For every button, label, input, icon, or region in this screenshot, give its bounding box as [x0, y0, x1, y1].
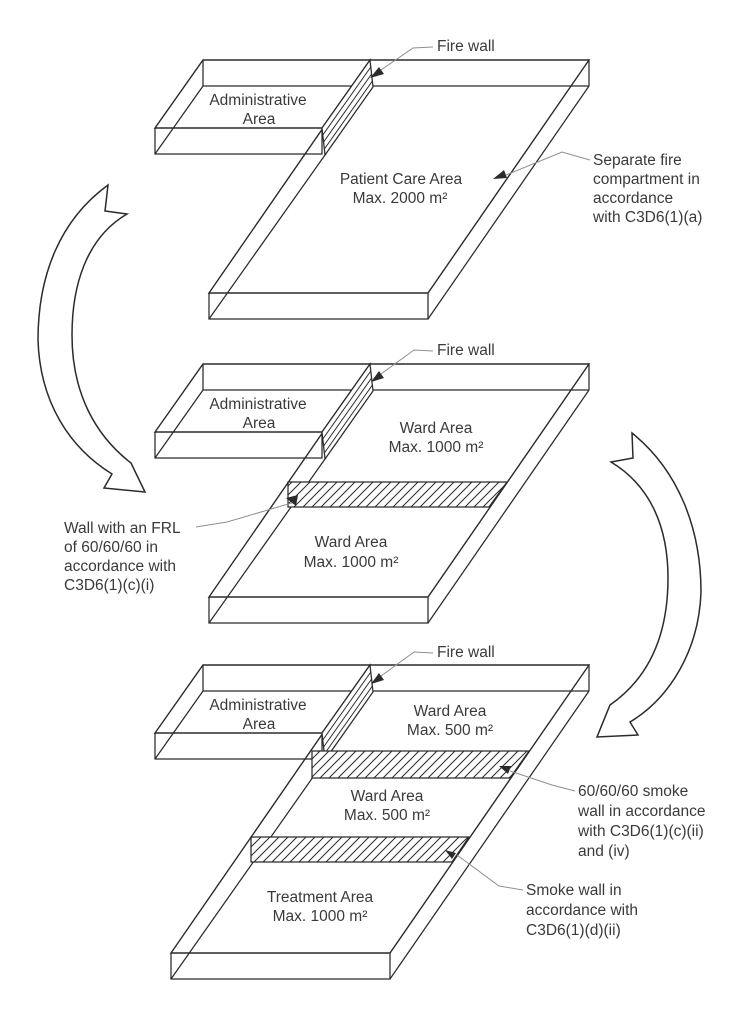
annotation-smoke-wall-60-leader-line	[509, 770, 576, 792]
smoke-wall-hatch-strip	[250, 836, 471, 863]
ward-area-1-label: Ward Area	[400, 420, 473, 437]
annotation-smoke-wall-line2: accordance with	[526, 902, 638, 919]
ward-area-2-max: Max. 500 m²	[344, 807, 430, 824]
treatment-area-max: Max. 1000 m²	[273, 908, 368, 925]
fire-wall-label: Fire wall	[437, 38, 495, 55]
curved-arrow-right-icon	[595, 431, 702, 738]
annotation-smoke-wall-60-line2: wall in accordance	[577, 803, 706, 820]
annotation-smoke-wall-line3: C3D6(1)(d)(ii)	[526, 922, 621, 939]
admin-area-label-line1: Administrative	[209, 697, 306, 714]
diagram-single-compartment: Administrative Area Patient Care Area Ma…	[153, 38, 702, 320]
annotation-separate-fire-line2: compartment in	[593, 171, 700, 188]
frl-wall-hatch-strip	[287, 481, 509, 508]
fire-wall-leader-arrowhead-icon	[371, 371, 384, 382]
annotation-smoke-wall-60-arrowhead-icon	[499, 766, 511, 774]
annotation-frl-wall-arrowhead-icon	[286, 495, 298, 506]
patient-plate-edge-lines	[208, 60, 590, 320]
annotation-separate-fire-line1: Separate fire	[593, 152, 682, 169]
fire-wall-leader-arrowhead-icon	[371, 673, 384, 684]
admin-area-label-line2: Area	[243, 111, 276, 128]
annotation-frl-wall-leader-line	[195, 501, 296, 528]
annotation-smoke-wall-line1: Smoke wall in	[526, 882, 622, 899]
ward-plate-edge-lines	[208, 364, 590, 624]
admin-tray-edge-lines	[154, 364, 370, 459]
smoke-wall-60-hatch-strip	[311, 750, 531, 779]
annotation-separate-fire-line3: accordance	[593, 190, 673, 207]
annotation-smoke-wall-arrowhead-icon	[445, 850, 456, 859]
patient-care-area-label: Patient Care Area	[340, 171, 463, 188]
annotation-separate-fire-arrowhead-icon	[493, 170, 507, 179]
annotation-frl-wall-line3: accordance with	[64, 558, 176, 575]
ward-area-2-label: Ward Area	[315, 534, 388, 551]
admin-area-label-line1: Administrative	[209, 396, 306, 413]
annotation-smoke-wall-60-line3: with C3D6(1)(c)(ii)	[577, 823, 704, 840]
fire-wall-label: Fire wall	[437, 644, 495, 661]
annotation-frl-wall-line4: C3D6(1)(c)(i)	[64, 577, 154, 594]
annotation-separate-fire-leader-line	[505, 151, 591, 176]
annotation-separate-fire-line4: with C3D6(1)(a)	[592, 209, 702, 226]
diagram-two-wards: Administrative Area Ward Area Max. 1000 …	[64, 342, 591, 624]
admin-area-label-line2: Area	[243, 716, 276, 733]
annotation-frl-wall-line1: Wall with an FRL	[64, 520, 181, 537]
admin-area-label-line2: Area	[243, 415, 276, 432]
fire-wall-hatch-lines	[322, 671, 373, 755]
ward-area-1-max: Max. 500 m²	[407, 722, 493, 739]
admin-tray-edge-lines	[154, 60, 370, 155]
fire-wall-hatch-lines	[322, 66, 373, 150]
fire-wall-leader-line	[380, 651, 434, 677]
admin-area-label-line1: Administrative	[209, 92, 306, 109]
annotation-smoke-wall-leader-line	[456, 854, 524, 891]
ward-area-2-max: Max. 1000 m²	[304, 554, 399, 571]
fire-wall-leader-line	[380, 46, 434, 71]
annotation-frl-wall-line2: of 60/60/60 in	[64, 539, 158, 556]
fire-wall-hatch-lines	[322, 370, 373, 454]
ward-area-1-label: Ward Area	[414, 703, 487, 720]
ward-area-1-max: Max. 1000 m²	[389, 439, 484, 456]
diagram-three-areas: Administrative Area Ward Area Max. 500 m…	[153, 644, 706, 980]
fire-wall-leader-line	[380, 349, 434, 375]
treatment-area-label: Treatment Area	[267, 889, 374, 906]
curved-arrow-left-icon	[37, 183, 147, 493]
patient-care-area-max: Max. 2000 m²	[353, 190, 448, 207]
annotation-smoke-wall-60-line1: 60/60/60 smoke	[578, 783, 688, 800]
fire-wall-leader-arrowhead-icon	[370, 67, 384, 78]
annotation-smoke-wall-60-line4: and (iv)	[578, 843, 630, 860]
admin-tray-edge-lines	[154, 665, 370, 760]
ward-area-2-label: Ward Area	[351, 788, 424, 805]
treatment-plate-edge-lines	[170, 665, 590, 980]
fire-wall-label: Fire wall	[437, 342, 495, 359]
